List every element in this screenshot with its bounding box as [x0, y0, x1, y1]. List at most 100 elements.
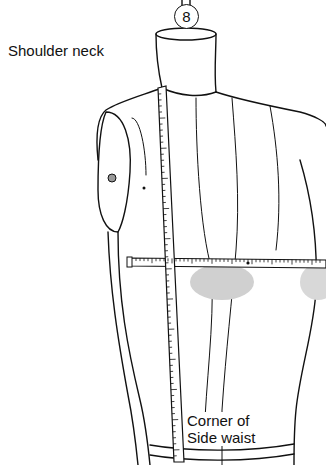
tape-end [127, 257, 132, 267]
tape-tick [166, 268, 172, 269]
bust-tape-ticks [136, 258, 320, 265]
tape-tick [252, 259, 253, 264]
tape-tick [170, 365, 173, 366]
tape-tick [188, 259, 189, 262]
tape-tick [171, 395, 174, 396]
tape-tick [160, 130, 163, 131]
tape-tick [268, 259, 269, 262]
tape-tick [161, 154, 164, 155]
tape-tick [196, 259, 197, 262]
tape-tick [162, 172, 165, 173]
part-label: Shoulder neck [6, 42, 106, 59]
tape-tick [167, 298, 173, 299]
tape-tick [160, 258, 161, 261]
bust-shading [190, 264, 254, 300]
tape-tick [159, 99, 162, 100]
neckline [162, 88, 216, 95]
tape-tick [156, 258, 157, 261]
tape-tick [167, 304, 170, 305]
dot [143, 187, 146, 190]
tape-tick [200, 259, 201, 262]
tape-tick [152, 258, 153, 263]
tape-tick [165, 244, 168, 245]
tape-tick [162, 178, 168, 179]
tape-tick [204, 259, 205, 262]
tape-tick [173, 449, 179, 450]
tape-tick [288, 260, 289, 263]
tape-tick [192, 259, 193, 264]
tape-tick [160, 123, 163, 124]
tape-tick [244, 259, 245, 262]
tape-tick [172, 425, 175, 426]
tape-tick [284, 260, 285, 263]
tape-tick [320, 260, 321, 263]
tape-tick [165, 250, 168, 251]
tape-tick [159, 117, 165, 118]
screw [108, 174, 116, 182]
tape-tick [165, 256, 168, 257]
left-outline [108, 232, 138, 465]
bust-tape [130, 258, 326, 268]
tape-tick [163, 202, 166, 203]
tape-tick [264, 259, 265, 262]
tape-tick [228, 259, 229, 262]
tape-tick [308, 260, 309, 263]
tape-tick [160, 136, 163, 137]
tape-tick [173, 437, 176, 438]
tape-tick [159, 111, 162, 112]
bust-shading [300, 264, 326, 300]
tape-tick [174, 455, 177, 456]
tape-tick [168, 310, 171, 311]
tape-tick [165, 262, 168, 263]
callout-circle: 8 [174, 4, 199, 29]
tape-tick [164, 238, 170, 239]
part-label: Corner of Side waist [185, 412, 269, 446]
arm-seam [132, 118, 146, 175]
callout-number: 8 [182, 8, 190, 25]
tape-tick [161, 166, 164, 167]
tape-tick [304, 260, 305, 263]
tape-tick [248, 259, 249, 262]
tape-tick [312, 260, 313, 265]
tape-tick [276, 259, 277, 262]
tape-tick [161, 160, 164, 161]
tape-tick [296, 260, 297, 263]
tape-tick [170, 377, 173, 378]
tape-tick [162, 190, 165, 191]
tape-tick [164, 232, 167, 233]
tape-tick [164, 220, 167, 221]
tape-tick [316, 260, 317, 263]
tape-tick [220, 259, 221, 262]
tape-tick [236, 259, 237, 262]
tape-measure [158, 86, 184, 462]
tape-tick [140, 258, 141, 261]
tape-tick [167, 286, 170, 287]
tape-tick [162, 184, 165, 185]
tape-tick [170, 371, 173, 372]
tape-tick [172, 419, 178, 420]
tape-tick [300, 260, 301, 263]
right-outline [294, 160, 316, 465]
tape-tick [164, 226, 167, 227]
tape-tick [171, 389, 177, 390]
tape-tick [169, 335, 172, 336]
tape-tick [232, 259, 233, 264]
waist-band [150, 444, 294, 460]
tape-tick [168, 317, 171, 318]
neck-top [156, 28, 216, 40]
tape-tick [168, 329, 174, 330]
tape-tick [168, 323, 171, 324]
tape-tick [180, 258, 181, 261]
tape-tick [184, 259, 185, 262]
tape-tick [292, 260, 293, 265]
tape-tick [169, 341, 172, 342]
tape-tick [169, 347, 172, 348]
tape-tick [163, 196, 166, 197]
tape-tick [158, 93, 161, 94]
tape-tick [176, 258, 177, 261]
tape-tick [161, 148, 167, 149]
right-panel-seam [270, 106, 279, 250]
tape-tick [171, 401, 174, 402]
tape-tick [159, 105, 162, 106]
tape-tick [173, 443, 176, 444]
